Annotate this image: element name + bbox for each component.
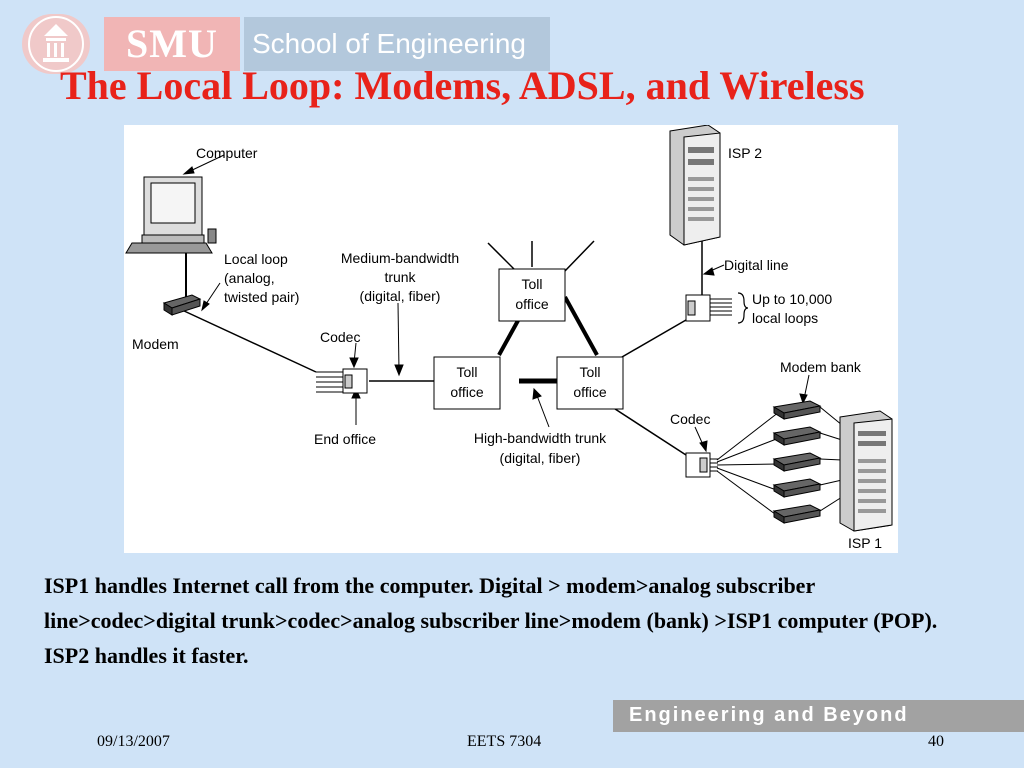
footer-date: 09/13/2007 [97, 733, 170, 750]
slide-title: The Local Loop: Modems, ADSL, and Wirele… [60, 63, 865, 108]
toll-left-line2: office [450, 384, 483, 400]
local-loop-diagram: Toll office Toll office Toll office [124, 125, 898, 553]
engineering-banner: Engineering and Beyond [613, 700, 1024, 732]
label-medium-trunk-2: trunk [384, 269, 416, 285]
logo-school-text: School of Engineering [244, 17, 550, 71]
footer-page-number: 40 [928, 733, 944, 750]
toll-office-left: Toll office [433, 356, 501, 410]
slide-caption: ISP1 handles Internet call from the comp… [44, 573, 938, 668]
modem-bank-icon [772, 400, 822, 524]
logo-smu-text: SMU [104, 17, 240, 71]
codec-isp2-icon [685, 292, 749, 324]
isp2-server-icon [669, 125, 721, 246]
label-modem-bank: Modem bank [780, 359, 862, 375]
toll-top-line1: Toll [521, 276, 542, 292]
label-isp1: ISP 1 [848, 535, 882, 551]
toll-office-top: Toll office [498, 268, 566, 322]
label-local-loop-3: twisted pair) [224, 289, 299, 305]
footer-course: EETS 7304 [467, 733, 542, 750]
modem-icon [162, 294, 202, 316]
label-isp2: ISP 2 [728, 145, 762, 161]
toll-left-line1: Toll [456, 364, 477, 380]
codec-right-icon [685, 452, 718, 478]
toll-office-right: Toll office [556, 356, 624, 410]
toll-right-line2: office [573, 384, 606, 400]
computer-icon [125, 176, 217, 254]
label-local-loop-2: (analog, [224, 270, 275, 286]
label-codec-right: Codec [670, 411, 710, 427]
isp1-server-icon [839, 410, 893, 532]
smu-logo: SMU School of Engineering [22, 14, 550, 74]
label-codec-left: Codec [320, 329, 360, 345]
label-computer: Computer [196, 145, 258, 161]
label-modem: Modem [132, 336, 179, 352]
label-end-office: End office [314, 431, 376, 447]
smu-seal-icon [22, 14, 90, 74]
label-medium-trunk-1: Medium-bandwidth [341, 250, 459, 266]
codec-left-icon [316, 368, 368, 394]
label-high-trunk-1: High-bandwidth trunk [474, 430, 607, 446]
label-up-to-1: Up to 10,000 [752, 291, 832, 307]
label-high-trunk-2: (digital, fiber) [500, 450, 581, 466]
label-medium-trunk-3: (digital, fiber) [360, 288, 441, 304]
pointer-arrows [182, 154, 810, 453]
toll-top-line2: office [515, 296, 548, 312]
label-local-loop-1: Local loop [224, 251, 288, 267]
label-up-to-2: local loops [752, 310, 818, 326]
connection-lines [181, 240, 843, 518]
banner-text: Engineering and Beyond [629, 704, 909, 726]
label-digital-line: Digital line [724, 257, 789, 273]
toll-right-line1: Toll [579, 364, 600, 380]
